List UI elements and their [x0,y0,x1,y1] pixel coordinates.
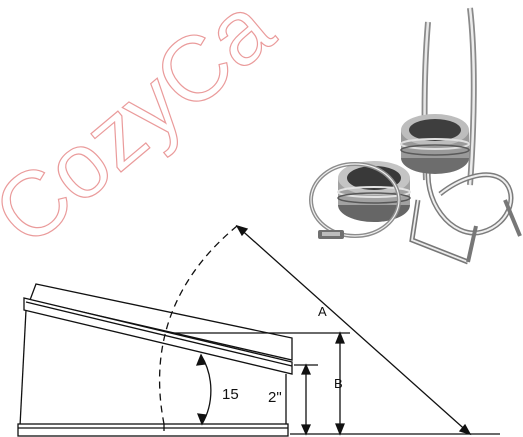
support-strap-right [467,7,477,186]
label-a: A [318,304,327,319]
angle-arc [195,353,212,426]
dimension-b [172,331,500,436]
strap-base [409,199,478,265]
collar-ring-rear [400,114,470,174]
strap-loop [425,159,522,237]
dimension-a [235,224,472,436]
label-offset: 2" [268,389,282,406]
dimension-2in [294,363,318,436]
watermark: CozyCa [0,0,292,265]
hose-clamp [309,162,401,239]
technical-drawing [17,224,500,437]
elbow-body [17,283,293,437]
product-photo [309,7,522,265]
label-b: B [334,376,343,391]
label-angle: 15 [222,386,239,403]
swing-arc [159,225,238,425]
